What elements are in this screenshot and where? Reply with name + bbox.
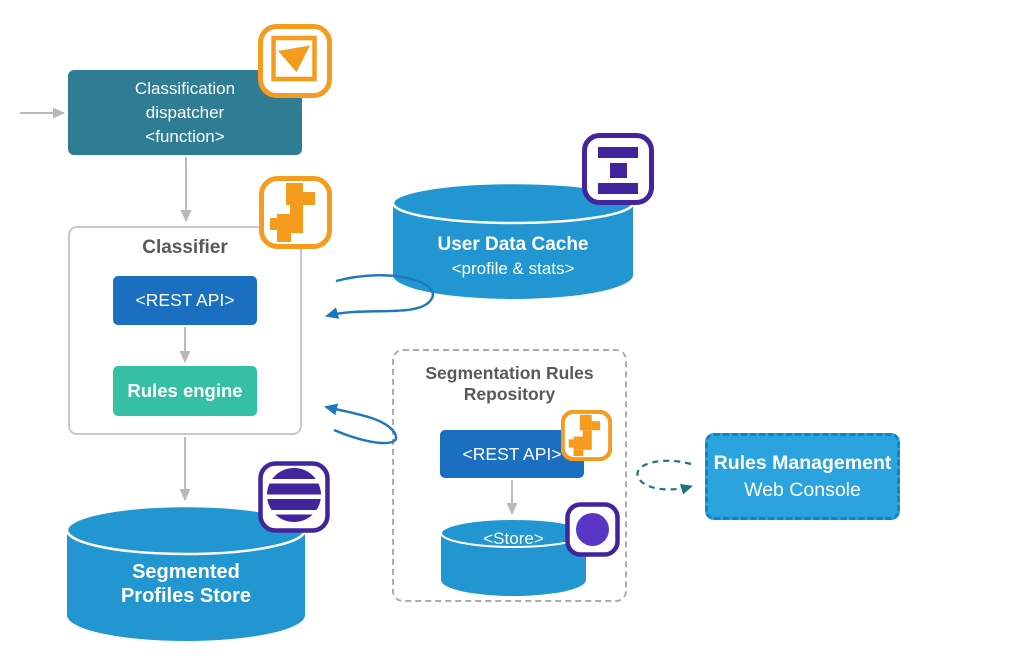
repository-title-line1: Segmentation Rules: [425, 363, 594, 383]
repo-rules-key-icon: [560, 409, 613, 462]
classifier-rest-api-label: <REST API>: [135, 290, 235, 310]
striped-sphere-icon: [258, 461, 330, 533]
classifier-rest-api-node: <REST API>: [113, 276, 257, 325]
profiles-store-line1: Segmented: [132, 561, 240, 583]
console-repository-loop-arrow: [636, 459, 693, 495]
web-console-line2: Web Console: [744, 478, 861, 501]
classifier-title: Classifier: [142, 237, 228, 258]
segmentation-rules-repository-group: [392, 349, 627, 602]
user-data-cache-title: User Data Cache: [437, 234, 589, 255]
dispatcher-line2: dispatcher: [145, 102, 225, 122]
repository-store-cylinder: <Store>: [440, 518, 587, 598]
dispatcher-line3: <function>: [145, 126, 225, 146]
rules-key-icon: [259, 176, 332, 249]
cache-icon: [582, 133, 654, 205]
rules-management-web-console-node: Rules Management Web Console: [705, 433, 900, 520]
repository-rest-api-node: <REST API>: [440, 430, 584, 478]
web-console-line1: Rules Management: [713, 451, 892, 474]
user-data-cache-subtitle: <profile & stats>: [451, 259, 575, 278]
classifier-repository-loop-arrow: [324, 403, 398, 445]
classification-dispatcher-node: Classification dispatcher <function>: [68, 70, 302, 155]
store-circle-icon: [565, 502, 620, 557]
send-icon: [258, 24, 332, 98]
rules-engine-label: Rules engine: [127, 380, 243, 401]
repository-rest-api-label: <REST API>: [462, 443, 562, 464]
repository-store-label: <Store>: [483, 529, 544, 548]
repository-title: Segmentation Rules Repository: [392, 363, 627, 405]
profiles-store-line2: Profiles Store: [120, 585, 252, 607]
user-data-cache-cylinder: User Data Cache <profile & stats>: [391, 181, 635, 300]
rules-engine-node: Rules engine: [113, 366, 257, 416]
dispatcher-line1: Classification: [134, 78, 236, 98]
repository-title-line2: Repository: [463, 384, 556, 404]
